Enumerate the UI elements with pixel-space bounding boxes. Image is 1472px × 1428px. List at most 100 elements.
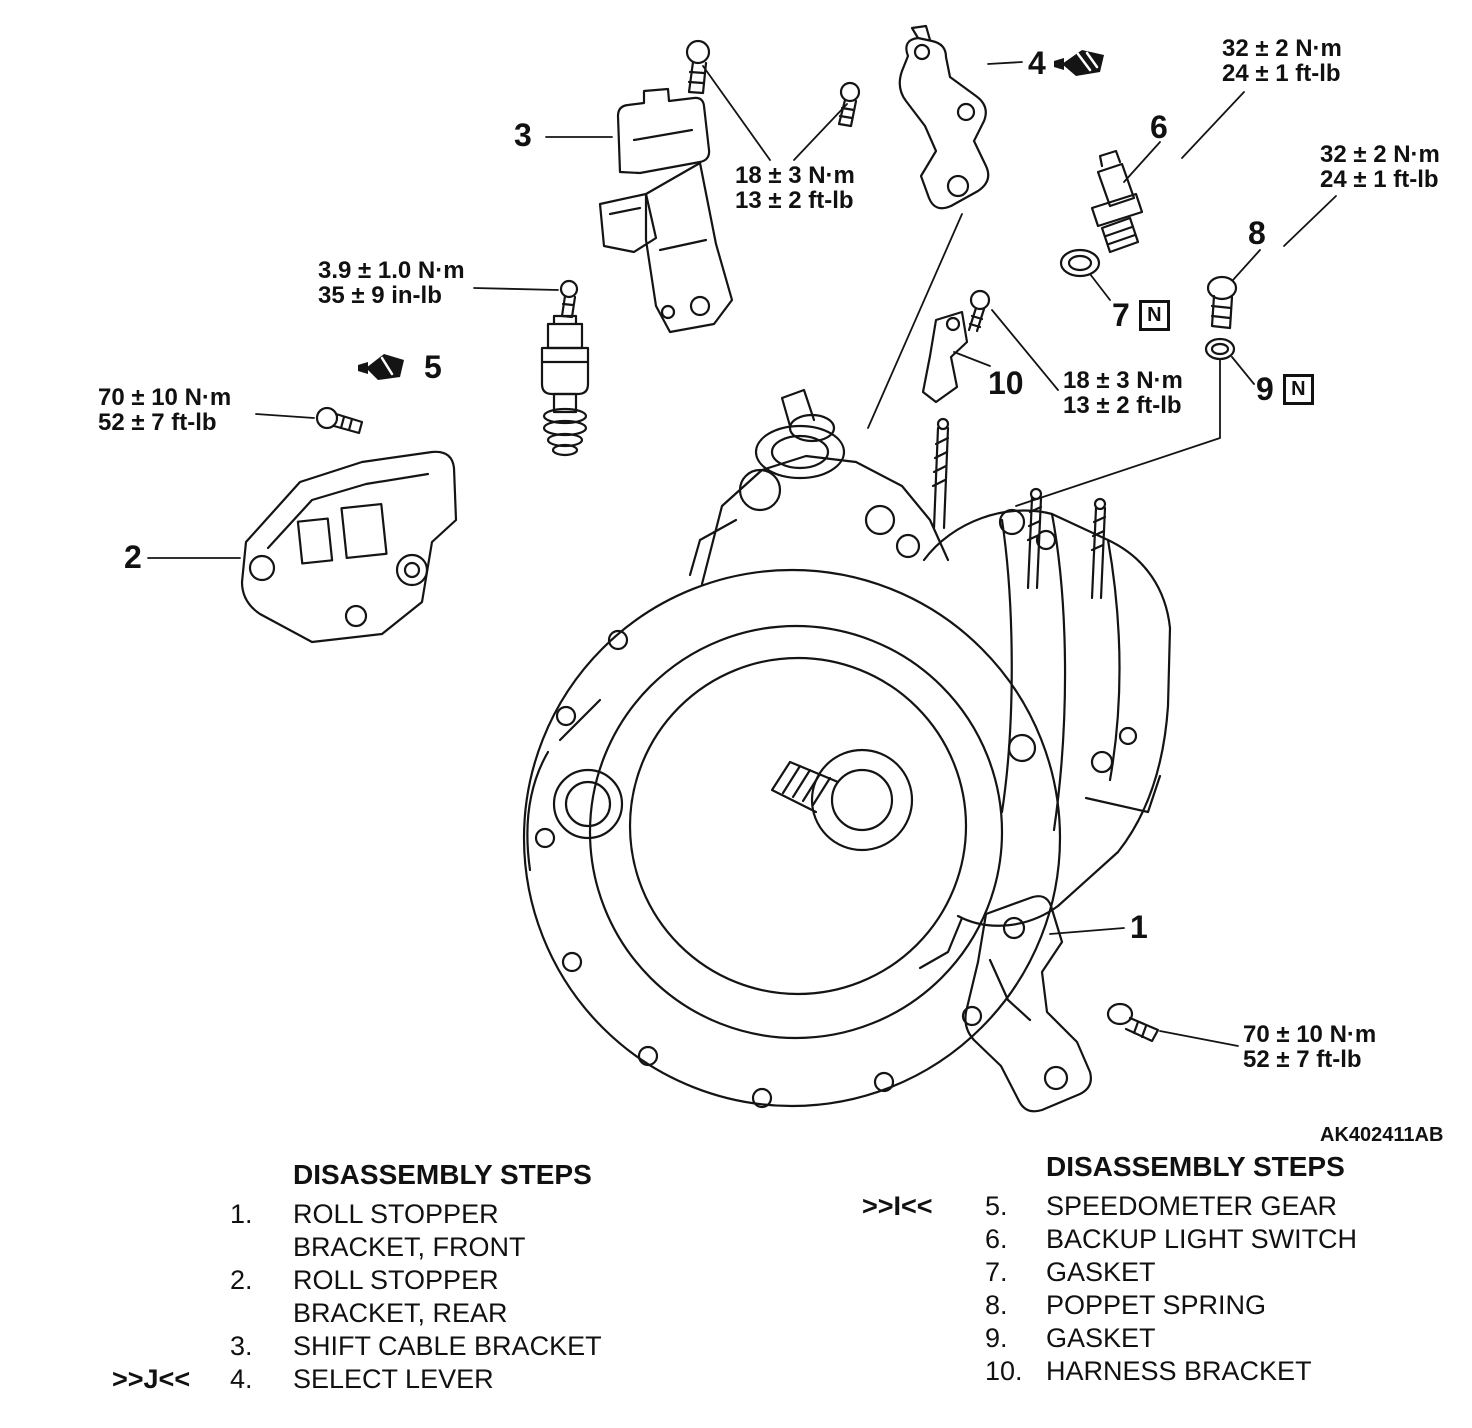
step-prefix <box>862 1223 985 1256</box>
callout-1: 1 <box>1130 909 1148 945</box>
step-number: 6. <box>985 1224 1008 1254</box>
callout-8: 8 <box>1248 215 1266 251</box>
step-prefix <box>862 1355 985 1388</box>
callout-4: 4 <box>1028 45 1046 81</box>
step-item: 9. GASKET <box>862 1322 1452 1355</box>
step-item: 2. ROLL STOPPER BRACKET, REAR <box>112 1264 672 1330</box>
torque-line: 32 ± 2 N·m <box>1222 35 1342 62</box>
grease-icon-4 <box>1054 50 1104 76</box>
step-label: SHIFT CABLE BRACKET <box>293 1331 602 1361</box>
torque-line: 18 ± 3 N·m <box>735 162 855 189</box>
disassembly-steps-left: DISASSEMBLY STEPS 1. ROLL STOPPER BRACKE… <box>112 1158 672 1396</box>
steps-header: DISASSEMBLY STEPS <box>1046 1151 1345 1182</box>
torque-line: 52 ± 7 ft-lb <box>98 409 217 436</box>
input-shaft-splines <box>770 760 840 814</box>
torque-line: 24 ± 1 ft-lb <box>1222 60 1341 87</box>
step-number: 9. <box>985 1323 1008 1353</box>
n-symbol-icon: N <box>1138 299 1170 331</box>
leader-lines <box>147 61 1337 1047</box>
callout-9: 9 N <box>1256 372 1314 406</box>
callout-2: 2 <box>124 539 142 575</box>
step-number: 8. <box>985 1290 1008 1320</box>
bolt-harness-bracket <box>967 289 991 333</box>
bolt-roll-stopper-rear <box>315 406 364 435</box>
select-lever-part <box>898 24 990 210</box>
disassembly-steps-right: DISASSEMBLY STEPS >>I<< 5. SPEEDOMETER G… <box>862 1150 1452 1388</box>
backup-light-switch-part <box>1090 149 1144 254</box>
torque-line: 35 ± 9 in-lb <box>318 282 442 309</box>
transaxle-case <box>522 388 1172 1109</box>
step-label: GASKET <box>1046 1257 1156 1287</box>
step-prefix <box>112 1330 230 1363</box>
gasket-7-part <box>1059 248 1101 278</box>
callout-6: 6 <box>1150 109 1168 145</box>
step-label: SELECT LEVER <box>293 1364 494 1394</box>
mounting-studs <box>931 417 1107 600</box>
step-label: SPEEDOMETER GEAR <box>1046 1191 1338 1221</box>
grease-icon-5 <box>358 354 404 380</box>
step-label: HARNESS BRACKET <box>1046 1356 1312 1386</box>
step-prefix: >>J<< <box>112 1364 191 1394</box>
poppet-spring-part <box>1206 275 1238 330</box>
step-item: 7. GASKET <box>862 1256 1452 1289</box>
step-prefix <box>112 1264 230 1330</box>
shift-cable-bracket-part <box>598 87 734 334</box>
torque-line: 13 ± 2 ft-lb <box>1063 392 1182 419</box>
roll-stopper-bracket-front-part <box>964 895 1092 1113</box>
figure-ref-code: AK402411AB <box>1320 1124 1444 1146</box>
step-number: 10. <box>985 1356 1023 1386</box>
step-number: 2. <box>230 1265 253 1295</box>
harness-bracket-part <box>921 310 969 404</box>
step-prefix <box>112 1198 230 1264</box>
step-label: ROLL STOPPER BRACKET, REAR <box>293 1265 508 1328</box>
bolt-speedometer <box>559 279 579 319</box>
torque-line: 70 ± 10 N·m <box>98 384 232 411</box>
torque-label-top-right: 32 ± 2 N·m 24 ± 1 ft-lb <box>1222 36 1342 86</box>
torque-label-left: 70 ± 10 N·m 52 ± 7 ft-lb <box>98 385 231 435</box>
step-label: BACKUP LIGHT SWITCH <box>1046 1224 1358 1254</box>
step-number: 7. <box>985 1257 1008 1287</box>
step-label: GASKET <box>1046 1323 1156 1353</box>
torque-line: 32 ± 2 N·m <box>1320 141 1440 168</box>
step-number: 3. <box>230 1331 253 1361</box>
gasket-9-part <box>1204 337 1236 361</box>
step-item: 1. ROLL STOPPER BRACKET, FRONT <box>112 1198 672 1264</box>
step-prefix: >>I<< <box>862 1191 933 1221</box>
callout-10: 10 <box>988 365 1024 401</box>
torque-label-small: 3.9 ± 1.0 N·m 35 ± 9 in-lb <box>318 258 465 308</box>
callout-5: 5 <box>424 349 442 385</box>
step-item: 3. SHIFT CABLE BRACKET <box>112 1330 672 1363</box>
step-item: 6. BACKUP LIGHT SWITCH <box>862 1223 1452 1256</box>
callout-7: 7 N <box>1112 298 1170 332</box>
step-number: 4. <box>230 1364 253 1394</box>
step-prefix <box>862 1256 985 1289</box>
step-item: >>I<< 5. SPEEDOMETER GEAR <box>862 1190 1452 1223</box>
steps-header: DISASSEMBLY STEPS <box>293 1159 592 1190</box>
step-prefix <box>862 1289 985 1322</box>
step-number: 1. <box>230 1199 253 1229</box>
bolt-shift-bracket-b <box>837 81 861 128</box>
torque-label-center: 18 ± 3 N·m 13 ± 2 ft-lb <box>735 163 855 213</box>
roll-stopper-bracket-rear-part <box>240 450 458 644</box>
torque-line: 13 ± 2 ft-lb <box>735 187 854 214</box>
bolt-roll-stopper-front <box>1106 1002 1160 1043</box>
torque-line: 52 ± 7 ft-lb <box>1243 1046 1362 1073</box>
step-prefix <box>862 1322 985 1355</box>
step-label: POPPET SPRING <box>1046 1290 1267 1320</box>
speedometer-gear-part <box>540 314 590 457</box>
step-number: 5. <box>985 1191 1008 1221</box>
step-item: 10. HARNESS BRACKET <box>862 1355 1452 1388</box>
step-item: 8. POPPET SPRING <box>862 1289 1452 1322</box>
callout-3: 3 <box>514 117 532 153</box>
torque-line: 3.9 ± 1.0 N·m <box>318 257 465 284</box>
torque-label-right: 32 ± 2 N·m 24 ± 1 ft-lb <box>1320 142 1440 192</box>
n-symbol-icon: N <box>1282 373 1314 405</box>
step-label: ROLL STOPPER BRACKET, FRONT <box>293 1199 526 1262</box>
torque-line: 18 ± 3 N·m <box>1063 367 1183 394</box>
step-item: >>J<< 4. SELECT LEVER <box>112 1363 672 1396</box>
torque-label-mid-right: 18 ± 3 N·m 13 ± 2 ft-lb <box>1063 368 1183 418</box>
bolt-shift-bracket-a <box>685 39 711 95</box>
torque-label-bottom-right: 70 ± 10 N·m 52 ± 7 ft-lb <box>1243 1022 1376 1072</box>
